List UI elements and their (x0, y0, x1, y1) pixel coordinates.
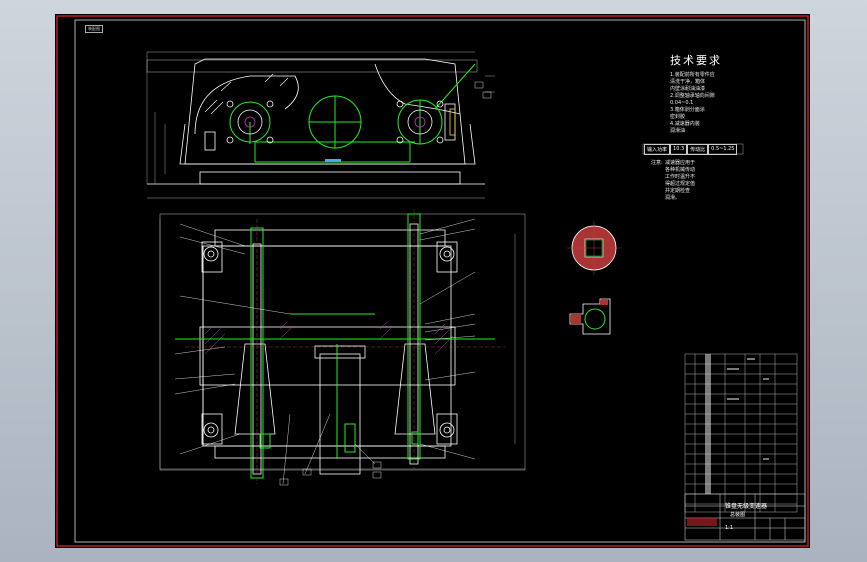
part-label-boxes (279, 81, 492, 486)
sheet-id-tag: 装配图 (85, 25, 103, 33)
dimensions-top (146, 51, 495, 199)
params-label: 输入功率 (644, 144, 671, 155)
outer-frame-red (56, 15, 809, 547)
centerlines-red (185, 209, 505, 484)
parts-list-scribbles (705, 354, 769, 494)
flange-bolts (226, 100, 444, 144)
params-value-2: 0.5~1.25 (708, 144, 738, 155)
section-a-detail (567, 221, 621, 275)
note-body: 减速器应用于 各种机械传动 工作时温升不 得超过规定值 并定期检查 润滑。 (665, 160, 696, 201)
parts-list-table (684, 353, 798, 513)
tech-requirements-body: 1.装配前所有零件应 清洗干净，箱体 内壁涂耐油油漆 2.调整轴承轴向间隙 0.… (670, 72, 715, 134)
inner-frame (74, 19, 806, 543)
section-b-detail (569, 298, 611, 335)
drawing-sheet[interactable]: 装配图 技术要求 1.装配前所有零件应 清洗干净，箱体 内壁涂耐油油漆 2.调整… (55, 14, 810, 548)
params-label-2: 传动比 (687, 144, 709, 155)
top-view (146, 58, 485, 185)
title-block-red-cell (687, 518, 717, 526)
title-block-name: 锥盘无级变速器 (725, 503, 768, 510)
title-block-scale: 1:1 (725, 525, 734, 531)
gear-circles (229, 63, 476, 163)
tech-requirements-title: 技术要求 (670, 54, 722, 67)
hatch-marks (204, 321, 454, 355)
title-block-number: 总装图 (730, 512, 746, 518)
params-row: 输入功率 10.3 传动比 0.5~1.25 (644, 144, 738, 155)
dimension-blue-tag (325, 159, 341, 162)
assembly-drawing (56, 15, 809, 547)
leader-lines (174, 218, 476, 485)
note-label: 注意: (651, 160, 663, 166)
params-value: 10.3 (670, 144, 688, 155)
dimensions-bottom (159, 219, 525, 470)
